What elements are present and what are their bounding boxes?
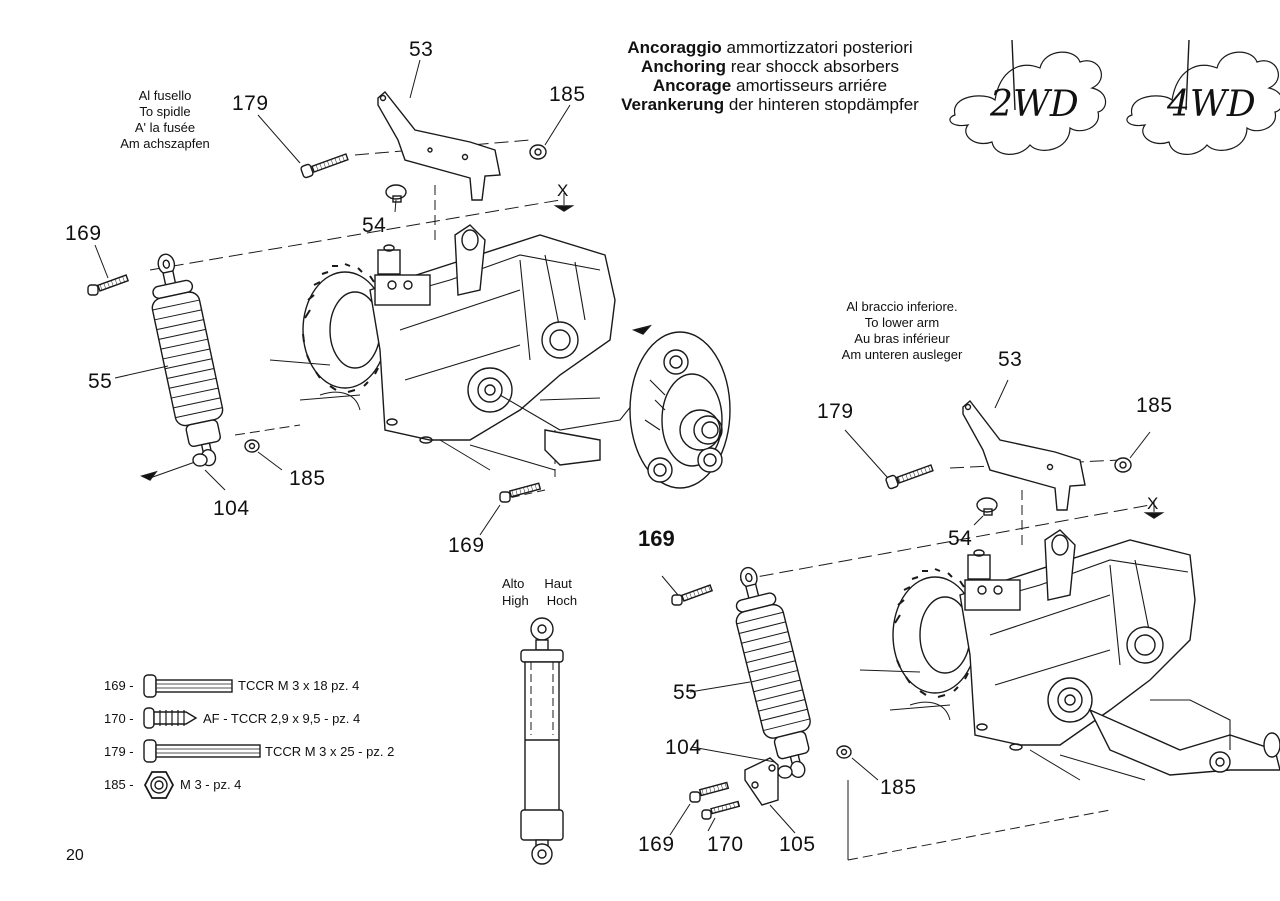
note-lower-arm-de: Am unteren ausleger <box>841 347 963 362</box>
part-label-169-top-lower: 169 <box>448 534 485 557</box>
note-spindle-de: Am achszapfen <box>120 136 210 151</box>
screw-169-bottom-lower <box>689 781 730 803</box>
axis-marker-top: X <box>557 181 569 200</box>
part-label-179-top: 179 <box>232 92 269 115</box>
title-it-bold: Ancoraggio <box>627 38 722 57</box>
part-label-105: 105 <box>779 833 816 856</box>
height-label-fr: Haut <box>544 576 572 591</box>
shock-absorber-55-top <box>151 253 224 467</box>
wheel-hub-top <box>629 331 731 489</box>
shock-height-illustration <box>520 617 564 865</box>
screw-179-top <box>300 153 349 179</box>
part-label-104-top: 104 <box>213 497 250 520</box>
part-label-54-bottom: 54 <box>948 527 973 550</box>
note-lower-arm: Al braccio inferiore. To lower arm Au br… <box>828 299 976 363</box>
ball-stud-54-top <box>385 184 407 203</box>
height-label-en: High <box>502 593 529 608</box>
badge-2wd-icon <box>949 39 1107 155</box>
screw-169-lower <box>499 482 542 503</box>
legend-code-170: 170 - <box>104 711 134 726</box>
legend-code-179: 179 - <box>104 744 134 759</box>
self-tapping-screw-icon-170 <box>143 707 198 729</box>
title-en-bold: Anchoring <box>641 57 727 76</box>
gearbox-top <box>269 224 641 471</box>
screw-169-left <box>87 274 130 296</box>
bracket-53-bottom <box>962 399 1086 511</box>
note-lower-arm-it: Al braccio inferiore. <box>846 299 958 314</box>
drivetrain-badges <box>949 39 1280 155</box>
part-label-53-top: 53 <box>409 38 434 61</box>
gearbox-bottom <box>859 529 1280 781</box>
note-spindle: Al fusello To spidle A' la fusée Am achs… <box>100 88 230 152</box>
nut-185-top-lower <box>244 439 260 453</box>
title-de-bold: Verankerung <box>621 95 725 114</box>
legend-desc-179: TCCR M 3 x 25 - pz. 2 <box>265 744 395 759</box>
title-fr-rest: amortisseurs arriére <box>731 76 888 95</box>
axis-marker-bottom: X <box>1147 494 1159 513</box>
screw-icon-179 <box>143 739 261 763</box>
part-label-169-bold: 169 <box>638 526 675 551</box>
legend-desc-169: TCCR M 3 x 18 pz. 4 <box>238 678 360 693</box>
part-label-169-bottom: 169 <box>638 833 675 856</box>
legend-code-185: 185 - <box>104 777 134 792</box>
badge-2wd: 2WD <box>990 84 1079 125</box>
page-number: 20 <box>66 847 84 864</box>
part-label-55-top: 55 <box>88 370 113 393</box>
screw-170 <box>701 800 741 820</box>
shock-absorber-55-bottom <box>735 566 811 779</box>
height-labels: Alto Haut High Hoch <box>502 575 577 609</box>
bottom-assembly <box>661 379 1280 861</box>
legend-desc-185: M 3 - pz. 4 <box>180 777 242 792</box>
note-spindle-it: Al fusello <box>138 88 192 103</box>
part-label-170: 170 <box>707 833 744 856</box>
part-label-104-bottom: 104 <box>665 736 702 759</box>
nut-185-bottom-lower <box>836 745 852 759</box>
badge-4wd: 4WD <box>1167 84 1256 125</box>
badge-4wd-icon <box>1126 39 1280 155</box>
note-lower-arm-en: To lower arm <box>864 315 940 330</box>
title-it-rest: ammortizzatori posteriori <box>721 38 913 57</box>
note-spindle-en: To spidle <box>139 104 191 119</box>
part-label-53-bottom: 53 <box>998 348 1023 371</box>
top-assembly <box>87 59 731 536</box>
part-label-185-top-lower: 185 <box>289 467 326 490</box>
part-label-185-bottom: 185 <box>1136 394 1173 417</box>
height-label-it: Alto <box>502 576 525 591</box>
ball-stud-54-bottom <box>976 497 998 516</box>
note-lower-arm-fr: Au bras inférieur <box>854 331 950 346</box>
title-de-rest: der hinteren stopdämpfer <box>724 95 919 114</box>
legend-icons <box>143 674 261 799</box>
height-label-de: Hoch <box>546 593 578 608</box>
legend-code-169: 169 - <box>104 678 134 693</box>
ball-104-bottom <box>777 765 793 779</box>
screw-icon-169 <box>143 674 233 698</box>
part-label-185-top: 185 <box>549 83 586 106</box>
part-label-169-left: 169 <box>65 222 102 245</box>
part-label-185-bottom-lower: 185 <box>880 776 917 799</box>
screw-169-bold <box>671 584 714 606</box>
legend-desc-170: AF - TCCR 2,9 x 9,5 - pz. 4 <box>203 711 361 726</box>
page-title: Ancoraggio ammortizzatori posteriori Anc… <box>560 38 980 114</box>
bracket-53-top <box>377 90 501 201</box>
title-en-rest: rear shocck absorbers <box>726 57 899 76</box>
part-label-54-top: 54 <box>362 214 387 237</box>
nut-icon-185 <box>143 771 175 799</box>
screw-179-bottom <box>885 464 934 490</box>
part-label-179-bottom: 179 <box>817 400 854 423</box>
nut-185-bottom <box>1114 457 1132 473</box>
note-spindle-fr: A' la fusée <box>134 120 196 135</box>
nut-185-top <box>529 144 547 160</box>
part-label-55-bottom: 55 <box>673 681 698 704</box>
title-fr-bold: Ancorage <box>652 76 732 95</box>
ball-104-top <box>192 453 208 467</box>
